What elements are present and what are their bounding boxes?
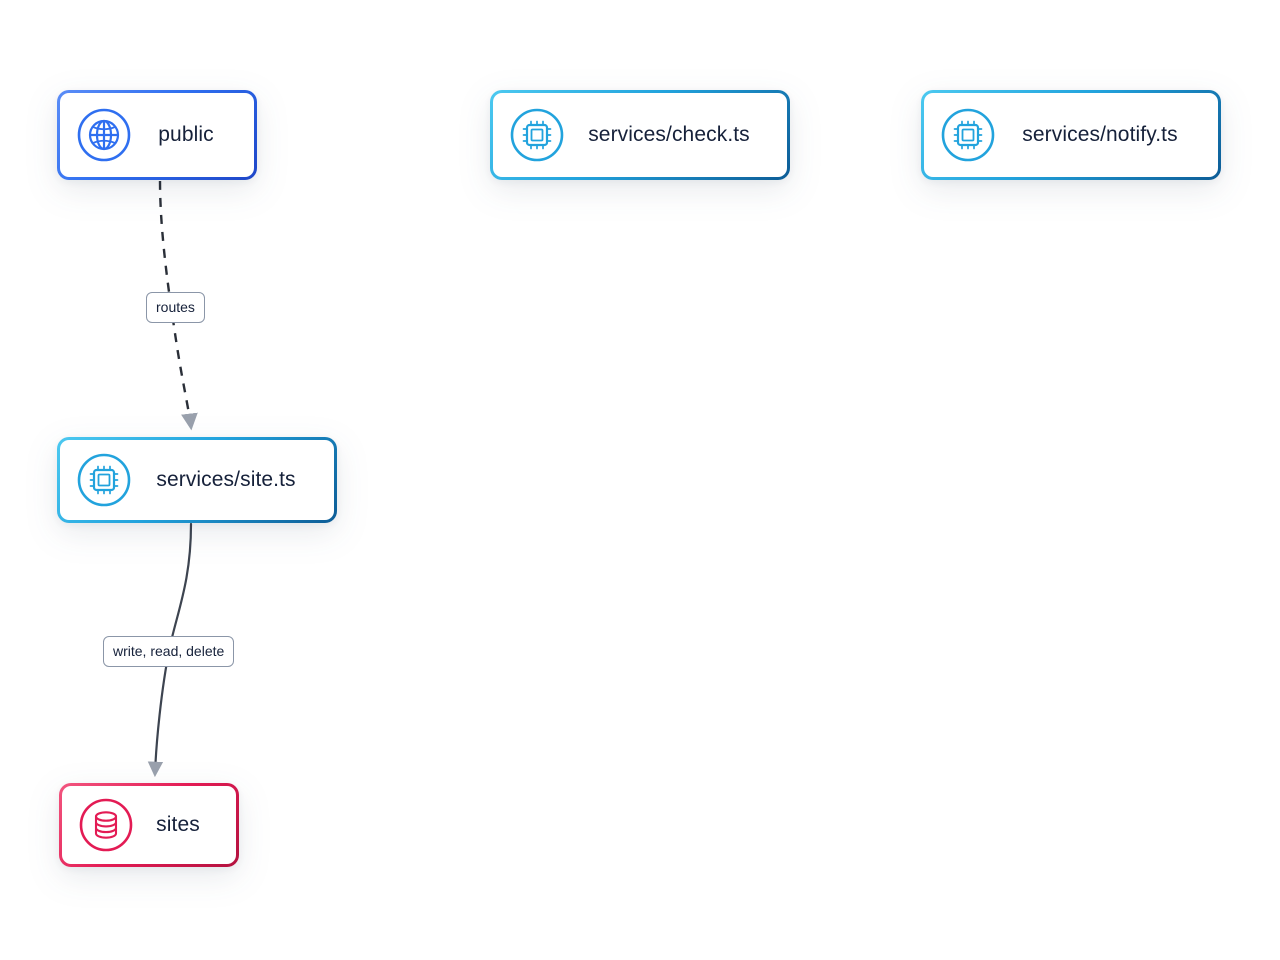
chip-icon bbox=[940, 107, 996, 163]
node-services-site-inner: services/site.ts bbox=[60, 440, 334, 520]
chip-icon bbox=[509, 107, 565, 163]
edge-label-routes[interactable]: routes bbox=[146, 292, 205, 323]
database-icon bbox=[78, 797, 134, 853]
node-sites-inner: sites bbox=[62, 786, 236, 864]
node-services-notify-inner: services/notify.ts bbox=[924, 93, 1218, 177]
node-services-check-inner: services/check.ts bbox=[493, 93, 787, 177]
globe-icon bbox=[76, 107, 132, 163]
node-services-notify[interactable]: services/notify.ts bbox=[921, 90, 1221, 180]
edge-label-write-read-delete[interactable]: write, read, delete bbox=[103, 636, 235, 667]
chip-icon bbox=[76, 452, 132, 508]
node-services-site-label: services/site.ts bbox=[156, 467, 296, 491]
node-public[interactable]: public bbox=[57, 90, 257, 180]
node-services-check-label: services/check.ts bbox=[588, 122, 750, 146]
node-sites[interactable]: sites bbox=[59, 783, 239, 867]
node-public-label: public bbox=[158, 122, 214, 146]
node-public-inner: public bbox=[60, 93, 254, 177]
node-sites-label: sites bbox=[156, 812, 200, 836]
node-services-site[interactable]: services/site.ts bbox=[57, 437, 337, 523]
node-services-check[interactable]: services/check.ts bbox=[490, 90, 790, 180]
node-services-notify-label: services/notify.ts bbox=[1022, 122, 1178, 146]
